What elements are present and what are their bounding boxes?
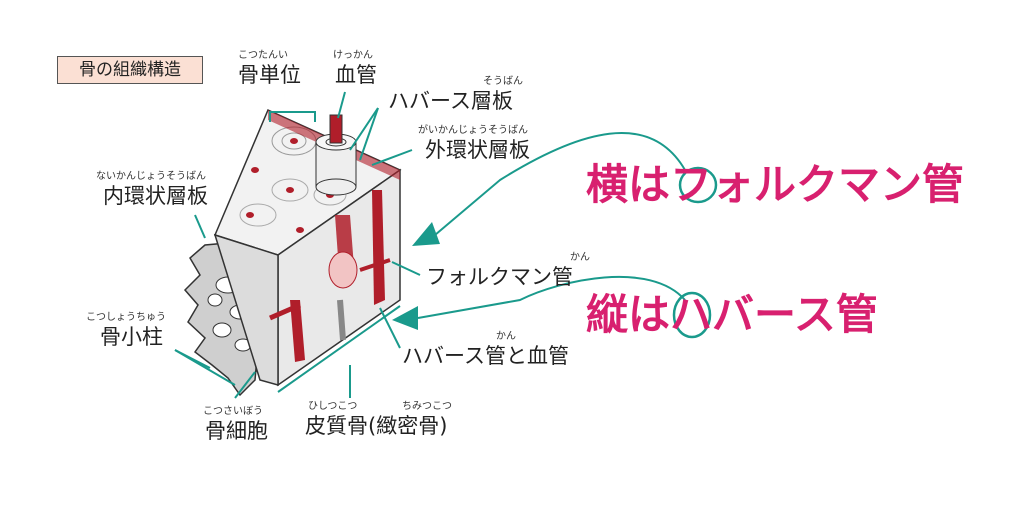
haversian-canal-label: ハバース管と血管 xyxy=(402,344,569,368)
haversian-lamellae-ruby: そうばん xyxy=(483,76,523,87)
arrowhead-haversian xyxy=(392,306,418,330)
inner-circumferential-ruby: ないかんじょうそうばん xyxy=(96,171,206,182)
osteon-ruby: こつたんい xyxy=(238,50,288,61)
osteon-label: 骨単位 xyxy=(238,63,301,87)
osteocyte-label: 骨細胞 xyxy=(205,419,268,443)
inner-circumferential-label: 内環状層板 xyxy=(103,184,208,208)
arrowhead-volkmann xyxy=(412,222,440,246)
compact-bone-ruby: ちみつこつ xyxy=(402,401,452,412)
blood-vessel-ruby: けっかん xyxy=(333,50,373,61)
cortical-bone-ruby: ひしつこつ xyxy=(308,401,358,412)
leader-lines xyxy=(174,91,686,399)
volkmann-canal-ruby: かん xyxy=(570,252,590,263)
blood-vessel-label: 血管 xyxy=(335,63,377,87)
trabecula-label: 骨小柱 xyxy=(100,325,163,349)
circle-ha-horizontal xyxy=(678,166,718,204)
volkmann-canal-label: フォルクマン管 xyxy=(426,265,573,289)
trabecula-ruby: こつしょうちゅう xyxy=(86,312,166,323)
haversian-canal-ruby: かん xyxy=(496,331,516,342)
annotation-horizontal-volkmann: 横はフォルクマン管 xyxy=(586,160,965,209)
outer-circumferential-ruby: がいかんじょうそうばん xyxy=(418,125,528,136)
osteocyte-ruby: こつさいぼう xyxy=(203,406,263,417)
bone-front-face xyxy=(213,168,401,387)
haversian-lamellae-label: ハバース層板 xyxy=(388,89,513,113)
osteon-cylinder xyxy=(315,114,357,196)
annotation-vertical-haversian: 縦はハバース管 xyxy=(586,290,878,339)
cortical-bone-label: 皮質骨(緻密骨) xyxy=(305,414,448,438)
diagram-title: 骨の組織構造 xyxy=(57,56,203,84)
circle-ha-vertical xyxy=(672,291,712,339)
outer-circumferential-label: 外環状層板 xyxy=(425,138,530,162)
